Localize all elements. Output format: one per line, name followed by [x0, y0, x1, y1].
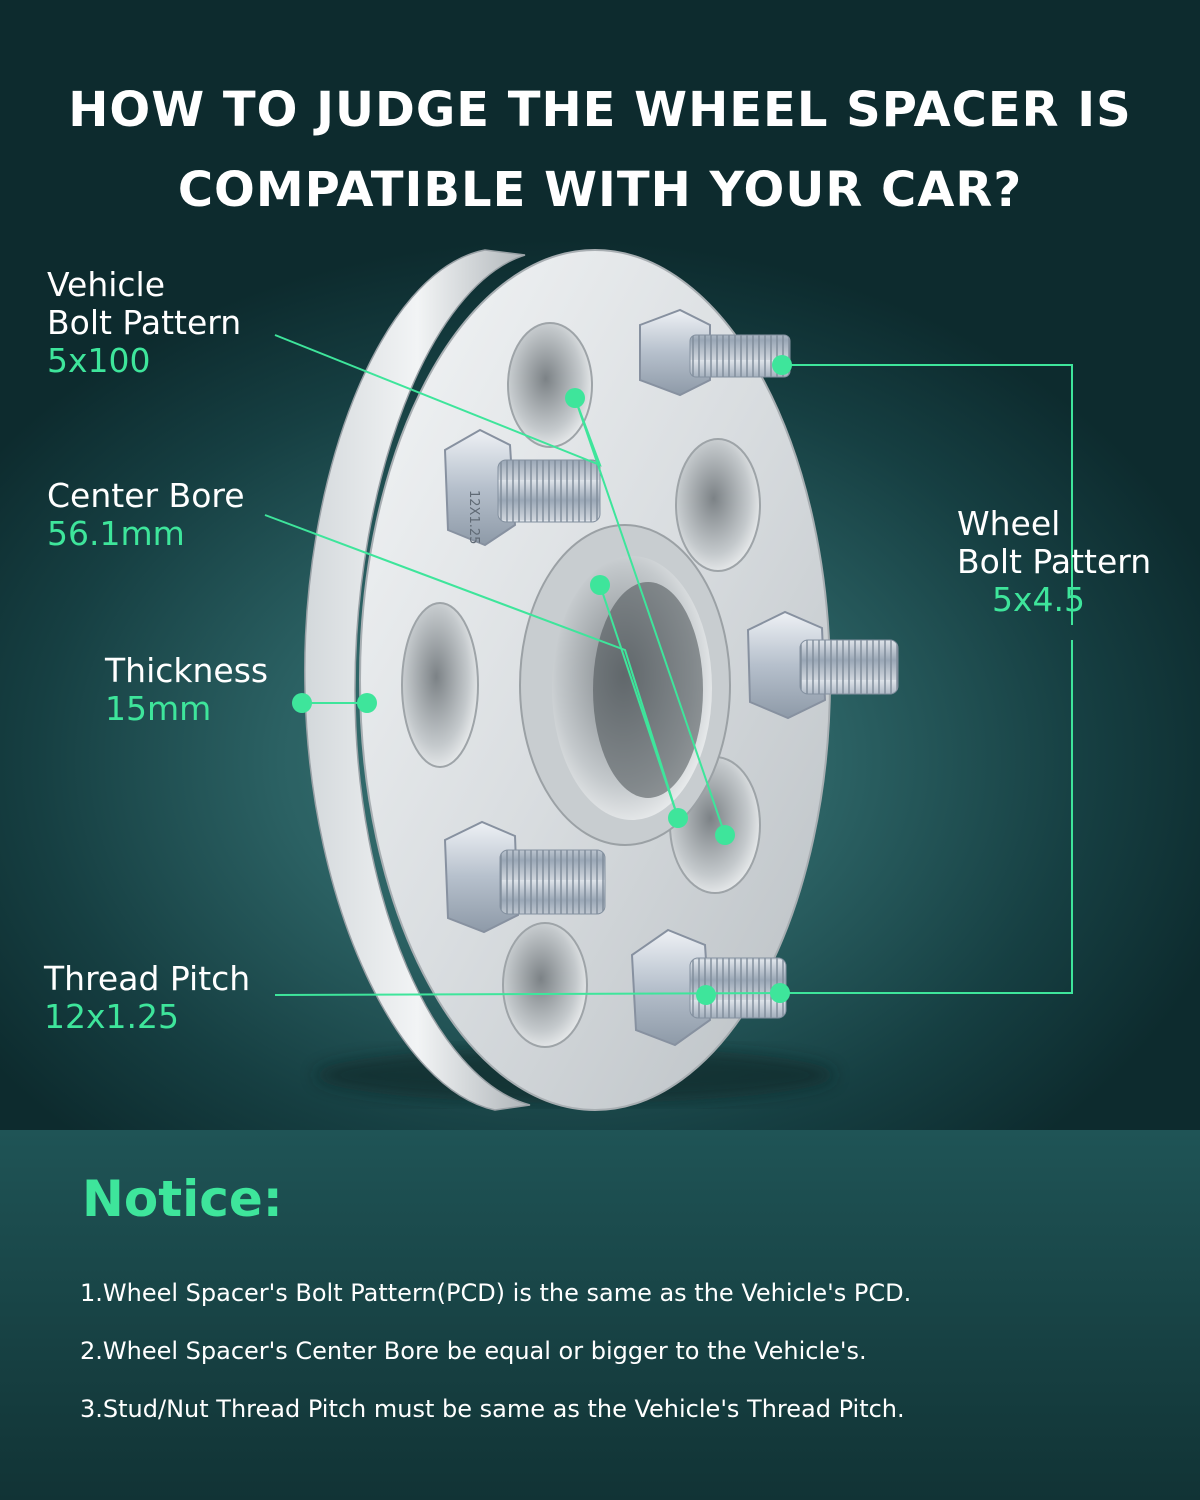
wheel-bolt-pattern-value: 5x4.5 [992, 580, 1086, 619]
thread-pitch-line [274, 992, 781, 996]
vehicle-bolt-pattern-value: 5x100 [47, 341, 151, 380]
label-wheel-bolt-pattern: Wheel Bolt Pattern 5x4.5 [957, 505, 1151, 619]
center-bore-name: Center Bore [47, 476, 245, 515]
bolt-hole-2 [675, 438, 761, 572]
vehicle-bolt-pattern-name-2: Bolt Pattern [47, 303, 242, 342]
vehicle-bolt-pattern-line-2 [574, 397, 726, 836]
label-thread-pitch: Thread Pitch 12x1.25 [44, 960, 250, 1036]
page-title-line-2: COMPATIBLE WITH YOUR CAR? [177, 162, 1023, 218]
page-title-line-1: HOW TO JUDGE THE WHEEL SPACER IS [68, 82, 1132, 138]
spacer-edge [304, 249, 531, 1111]
center-bore-line-2 [599, 584, 679, 819]
notice-panel: Notice: 1.Wheel Spacer's Bolt Pattern(PC… [0, 1130, 1200, 1500]
thread-pitch-name: Thread Pitch [44, 959, 251, 998]
center-bore-line [264, 514, 679, 819]
page-title: HOW TO JUDGE THE WHEEL SPACER IS COMPATI… [0, 70, 1200, 230]
notice-item-3: 3.Stud/Nut Thread Pitch must be same as … [80, 1395, 905, 1423]
wheel-stud-3 [746, 610, 899, 720]
wheel-stud-1 [639, 308, 791, 397]
thickness-value: 15mm [105, 689, 212, 728]
label-thickness: Thickness 15mm [105, 652, 268, 728]
wheel-bolt-pattern-line-top [782, 364, 1073, 625]
dot-center-bore-2 [668, 808, 688, 828]
wheel-stud-5 [630, 928, 787, 1047]
dot-thickness-1 [292, 693, 312, 713]
wheel-bolt-pattern-name-2: Bolt Pattern [957, 542, 1152, 581]
wheel-stud-2: 12X1.25 [443, 428, 601, 547]
wheel-bolt-pattern-line-bottom [780, 640, 1073, 994]
center-bore-value: 56.1mm [47, 514, 185, 553]
bolt-hole-5 [502, 922, 588, 1048]
wheel-spacer-diagram: 12X1.25 [264, 249, 1073, 1111]
thread-pitch-value: 12x1.25 [44, 997, 179, 1036]
dot-wheel-stud-top [772, 355, 792, 375]
thickness-name: Thickness [105, 651, 269, 690]
dot-wheel-stud-bottom [770, 983, 790, 1003]
label-center-bore: Center Bore 56.1mm [47, 477, 245, 553]
dot-thickness-2 [357, 693, 377, 713]
notice-item-2: 2.Wheel Spacer's Center Bore be equal or… [80, 1337, 867, 1365]
dot-vehicle-bolt-hole-2 [715, 825, 735, 845]
notice-list: 1.Wheel Spacer's Bolt Pattern(PCD) is th… [80, 1278, 911, 1452]
dot-thread-pitch [696, 985, 716, 1005]
wheel-stud-4 [443, 820, 606, 934]
dot-vehicle-bolt-hole [565, 388, 585, 408]
label-vehicle-bolt-pattern: Vehicle Bolt Pattern 5x100 [47, 266, 241, 380]
notice-title: Notice: [82, 1170, 283, 1228]
stud-marking: 12X1.25 [466, 490, 481, 544]
callout-lines [264, 334, 1073, 996]
bolt-hole-1 [507, 322, 593, 448]
wheel-bolt-pattern-name-1: Wheel [957, 504, 1061, 543]
callout-dots [292, 355, 792, 1005]
center-bore-depth [593, 582, 703, 798]
vehicle-bolt-pattern-name-1: Vehicle [47, 265, 166, 304]
bolt-hole-3 [401, 602, 479, 768]
dot-center-bore [590, 575, 610, 595]
notice-item-1: 1.Wheel Spacer's Bolt Pattern(PCD) is th… [80, 1279, 912, 1307]
